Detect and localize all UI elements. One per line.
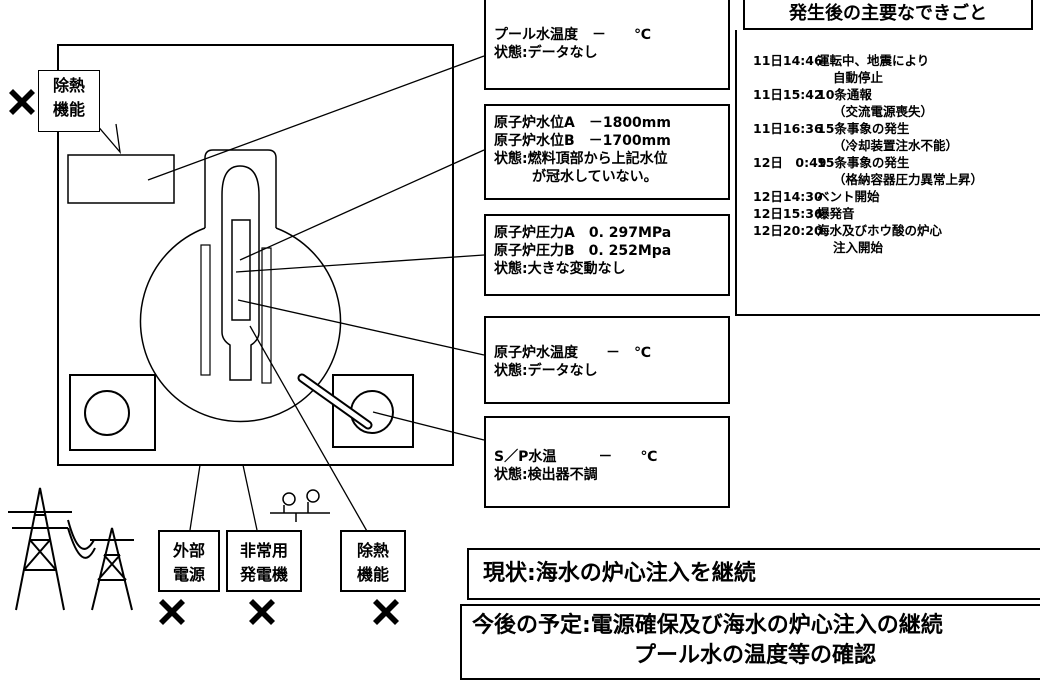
timeline-event-detail: 注入開始 <box>833 240 884 255</box>
timeline-event-time: 12日14:30 <box>753 189 823 204</box>
vent-pipe <box>297 373 373 430</box>
reactor-building <box>57 44 454 466</box>
leader-lines <box>95 55 485 541</box>
fuel-core <box>231 219 251 321</box>
timeline-event: 12日20:20海水及びホウ酸の炉心 <box>753 222 1040 239</box>
water-temp-status-text: 状態:データなし <box>494 363 598 379</box>
label-text: 電源 <box>172 565 205 584</box>
timeline-event-detail: 自動停止 <box>833 70 884 85</box>
timeline-title: 発生後の主要なできごと <box>743 0 1033 30</box>
timeline-event: 12日14:30ベント開始 <box>753 188 1040 205</box>
pool-status-text: 状態:データなし <box>494 45 598 61</box>
timeline-event: 12日 0:4915条事象の発生 <box>753 154 1040 171</box>
label-external-power: 外部 電源 <box>158 530 220 592</box>
power-tower-icon <box>8 487 134 611</box>
timeline-event-text: 15条事象の発生 <box>817 121 910 136</box>
box-water-level: 原子炉水位A －1800mm 原子炉水位B －1700mm 状態:燃料頂部から上… <box>484 104 730 200</box>
label-heat-removal-top: 除熱 機能 <box>38 70 100 132</box>
water-temp-text: 原子炉水温度 － ℃ <box>494 345 651 361</box>
current-status: 現状:海水の炉心注入を継続 <box>467 548 1040 600</box>
timeline-event-text: 運転中、地震により <box>817 53 930 68</box>
valve-icon <box>270 489 330 522</box>
timeline-event: 11日15:4210条通報 <box>753 86 1040 103</box>
timeline-event-detail: （冷却装置注水不能） <box>833 138 959 153</box>
pressure-a-text: 原子炉圧力A 0. 297MPa <box>494 225 672 241</box>
label-text: 機能 <box>356 565 389 584</box>
timeline-event-text: 15条事象の発生 <box>817 155 910 170</box>
water-level-status-text: 状態:燃料頂部から上記水位 <box>494 151 668 167</box>
suppression-chamber-left <box>69 374 156 451</box>
reactor-pressure-vessel <box>221 165 260 381</box>
timeline-event-time: 12日15:36 <box>753 206 823 221</box>
box-sp-temp: S／P水温 － ℃ 状態:検出器不調 <box>484 416 730 508</box>
pressure-b-text: 原子炉圧力B 0. 252Mpa <box>494 243 672 259</box>
timeline-event: 12日15:36爆発音 <box>753 205 1040 222</box>
timeline-event: 11日14:46運転中、地震により <box>753 52 1040 69</box>
timeline-event-time: 12日 0:49 <box>753 155 827 170</box>
timeline-event-time: 11日16:36 <box>753 121 823 136</box>
label-text: 非常用 <box>239 541 288 560</box>
label-heat-removal-bottom: 除熱 機能 <box>340 530 406 592</box>
timeline-event-time: 11日14:46 <box>753 53 823 68</box>
timeline-event-text: 海水及びホウ酸の炉心 <box>817 223 943 238</box>
timeline-event: 11日16:3615条事象の発生 <box>753 120 1040 137</box>
box-pressure: 原子炉圧力A 0. 297MPa 原子炉圧力B 0. 252Mpa 状態:大きな… <box>484 214 730 296</box>
label-text: 除熱 <box>356 541 389 560</box>
water-level-b-text: 原子炉水位B －1700mm <box>494 133 671 149</box>
pressure-status-text: 状態:大きな変動なし <box>494 261 626 277</box>
future-plan: 今後の予定:電源確保及び海水の炉心注入の継続 プール水の温度等の確認 <box>460 604 1040 680</box>
timeline-event-time: 12日20:20 <box>753 223 823 238</box>
plan-line: 今後の予定:電源確保及び海水の炉心注入の継続 <box>472 613 943 638</box>
pool-temp-text: プール水温度 － ℃ <box>494 27 651 43</box>
water-level-a-text: 原子炉水位A －1800mm <box>494 115 671 131</box>
timeline-event-text: ベント開始 <box>817 189 880 204</box>
containment-vessel <box>139 149 342 423</box>
label-emergency-generator: 非常用 発電機 <box>226 530 302 592</box>
spent-fuel-pool <box>67 154 175 204</box>
water-level-status-cont-text: が冠水していない。 <box>532 169 658 185</box>
label-text: 発電機 <box>239 565 288 584</box>
label-text: 外部 <box>172 541 205 560</box>
timeline-event-detail: （格納容器圧力異常上昇） <box>833 172 984 187</box>
box-pool-temp: プール水温度 － ℃ 状態:データなし <box>484 0 730 90</box>
timeline-event-text: 爆発音 <box>817 206 855 221</box>
label-text: 除熱 <box>52 76 85 95</box>
timeline-event-text: 10条通報 <box>817 87 872 102</box>
box-water-temp: 原子炉水温度 － ℃ 状態:データなし <box>484 316 730 404</box>
sp-status-text: 状態:検出器不調 <box>494 467 598 483</box>
timeline-event-detail: （交流電源喪失） <box>833 104 934 119</box>
label-text: 機能 <box>52 100 85 119</box>
x-mark-icon <box>9 89 399 625</box>
timeline-event-time: 11日15:42 <box>753 87 823 102</box>
sp-temp-text: S／P水温 － ℃ <box>494 449 658 465</box>
plan-line: プール水の温度等の確認 <box>634 643 877 668</box>
